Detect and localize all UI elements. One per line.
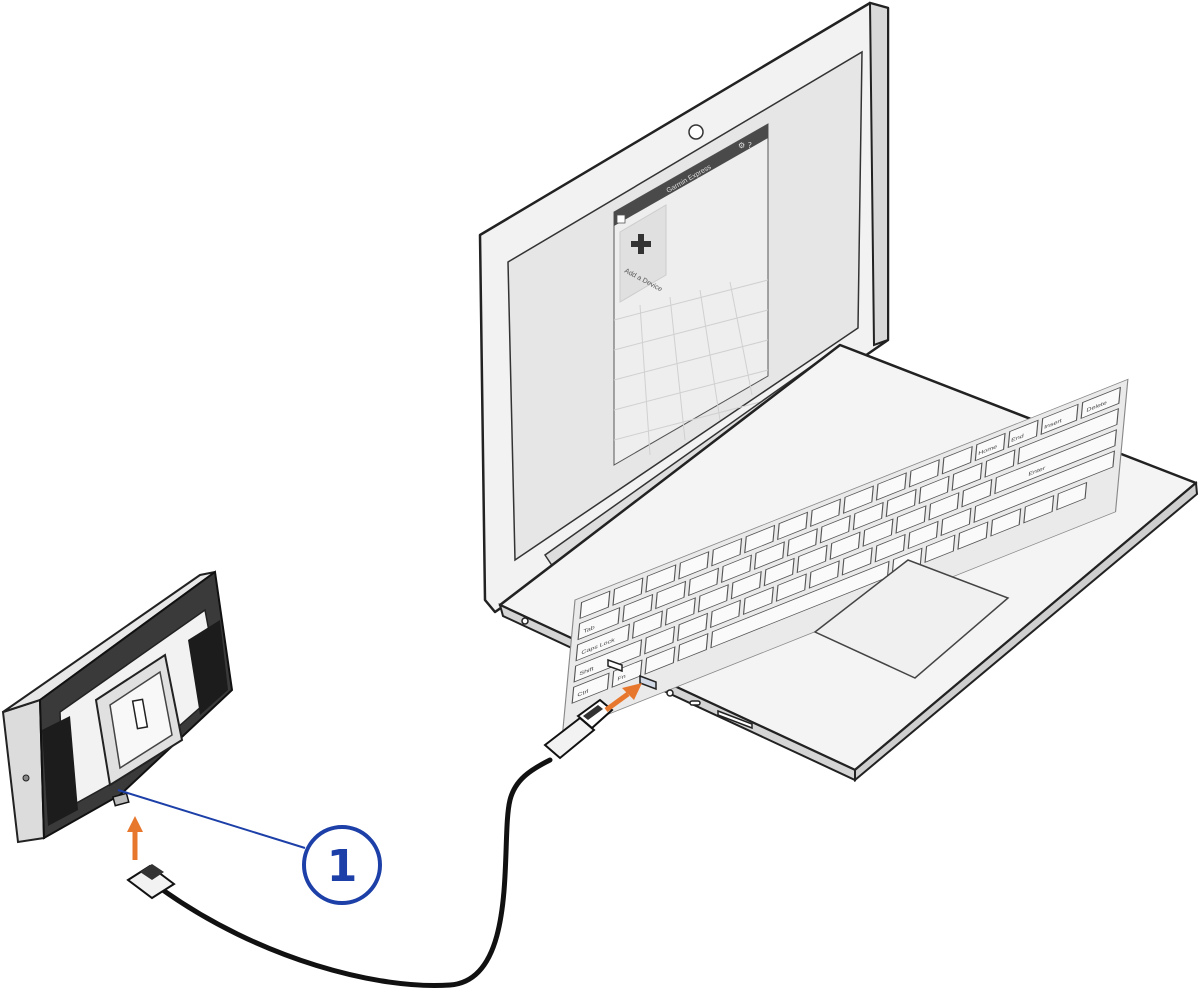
- key-fn: Fn: [617, 673, 626, 682]
- usb-a-connector[interactable]: [543, 698, 614, 760]
- plus-icon: [631, 234, 651, 254]
- key-ctrl: Ctrl: [577, 688, 589, 698]
- device-grip-left: [42, 716, 78, 826]
- settings-icon[interactable]: ⚙ ?: [738, 141, 752, 150]
- laptop-base-side: [854, 481, 1199, 783]
- key-end: End: [1011, 433, 1024, 444]
- back-icon[interactable]: [616, 214, 626, 224]
- key-tab: Tab: [583, 625, 595, 635]
- laptop-ports: [521, 617, 753, 730]
- callout-leader-line: [117, 789, 306, 849]
- touchpad[interactable]: [813, 559, 1010, 679]
- arrow-to-laptop: [604, 683, 642, 713]
- callout-number: 1: [327, 841, 358, 892]
- webcam: [688, 124, 704, 140]
- insertion-arrows: [127, 683, 642, 860]
- gps-device: [1, 570, 234, 844]
- key-shift: Shift: [579, 666, 594, 677]
- usb-cable: [126, 698, 614, 989]
- callout-circle: [302, 825, 382, 905]
- device-mount-slot: [131, 698, 149, 730]
- keyboard[interactable]: Tab Caps Lock Shift Ctrl Fn Enter Delete…: [562, 378, 1129, 734]
- device-screw: [22, 774, 30, 782]
- usb-c-port: [689, 700, 701, 706]
- sd-card-slot: [717, 709, 753, 730]
- usb-port-right[interactable]: [639, 674, 657, 691]
- callout-1: 1: [117, 789, 382, 905]
- app-window: Garmin Express ⚙ ? Add a D: [613, 123, 769, 466]
- usb-port-left: [607, 658, 623, 673]
- audio-jack: [666, 689, 674, 697]
- device-screen-side: [1, 698, 46, 844]
- power-port: [521, 617, 529, 625]
- cable-wire: [157, 757, 553, 989]
- app-titlebar: [614, 124, 768, 226]
- arrow-to-device: [127, 816, 143, 860]
- laptop-lid-edge: [868, 1, 889, 347]
- device-usb-port[interactable]: [112, 792, 130, 807]
- laptop: Garmin Express ⚙ ? Add a D: [478, 1, 1199, 783]
- micro-usb-connector[interactable]: [126, 864, 176, 900]
- device-grip-right: [188, 620, 228, 715]
- app-grid: [613, 279, 769, 456]
